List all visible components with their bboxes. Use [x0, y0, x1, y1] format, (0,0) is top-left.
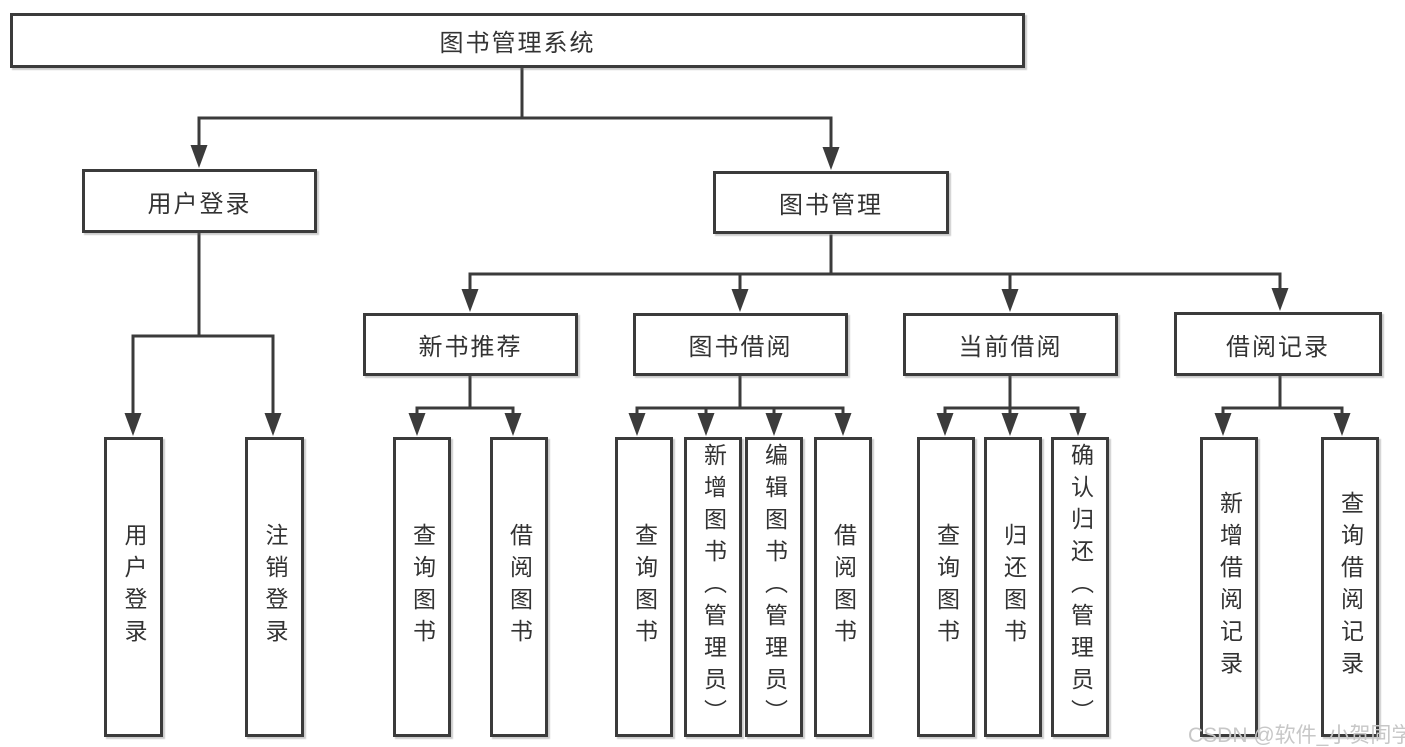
- node-label: 注销登录: [262, 523, 288, 651]
- node-label: 归还图书: [1000, 523, 1027, 651]
- node-label: 新书推荐: [418, 334, 523, 361]
- node-leaf-query-book-recommend: 查询图书: [393, 437, 451, 737]
- node-label: 借阅记录: [1226, 333, 1330, 361]
- node-leaf-query-book-current: 查询图书: [917, 437, 975, 737]
- node-leaf-add-borrow-record: 新增借阅记录: [1200, 437, 1258, 737]
- node-leaf-query-book-borrow: 查询图书: [615, 437, 673, 737]
- node-leaf-user-login: 用户登录: [104, 437, 163, 737]
- arrowheads: [124, 145, 1351, 436]
- node-current-borrow: 当前借阅: [903, 313, 1118, 376]
- node-leaf-query-borrow-record: 查询借阅记录: [1321, 437, 1379, 737]
- node-label: 新增借阅记录: [1216, 491, 1243, 683]
- connector-stroke: [131, 68, 1344, 417]
- csdn-watermark: CSDN @软件_小贺同学: [1188, 724, 1405, 747]
- node-leaf-return-book: 归还图书: [984, 437, 1042, 737]
- node-label: 图书借阅: [688, 334, 793, 361]
- node-leaf-confirm-return-admin: 确认归还（管理员）: [1051, 437, 1109, 737]
- node-book-management: 图书管理: [713, 171, 949, 234]
- node-label: 借阅图书: [506, 523, 533, 651]
- node-leaf-add-book-admin: 新增图书（管理员）: [684, 437, 742, 737]
- node-label: 编辑图书（管理员）: [761, 443, 788, 731]
- node-library-system: 图书管理系统: [10, 13, 1025, 68]
- node-label: 用户登录: [147, 190, 252, 218]
- node-label: 查询图书: [933, 523, 960, 651]
- node-user-login: 用户登录: [82, 169, 317, 233]
- node-label: 确认归还（管理员）: [1067, 443, 1094, 731]
- node-label: 图书管理: [779, 192, 883, 219]
- node-leaf-logout: 注销登录: [245, 437, 304, 737]
- node-label: 用户登录: [121, 523, 147, 651]
- node-leaf-borrow-book: 借阅图书: [814, 437, 872, 737]
- node-new-book-recommend: 新书推荐: [363, 313, 578, 376]
- node-label: 借阅图书: [830, 523, 857, 651]
- node-label: 查询借阅记录: [1337, 491, 1364, 683]
- node-book-borrow: 图书借阅: [633, 313, 848, 376]
- node-borrow-record: 借阅记录: [1174, 312, 1382, 376]
- node-label: 查询图书: [631, 523, 658, 651]
- node-leaf-borrow-book-recommend: 借阅图书: [490, 437, 548, 737]
- node-label: 图书管理系统: [439, 30, 596, 57]
- node-label: 查询图书: [409, 523, 436, 651]
- node-leaf-edit-book-admin: 编辑图书（管理员）: [745, 437, 803, 737]
- node-label: 当前借阅: [958, 334, 1063, 361]
- node-label: 新增图书（管理员）: [700, 443, 727, 731]
